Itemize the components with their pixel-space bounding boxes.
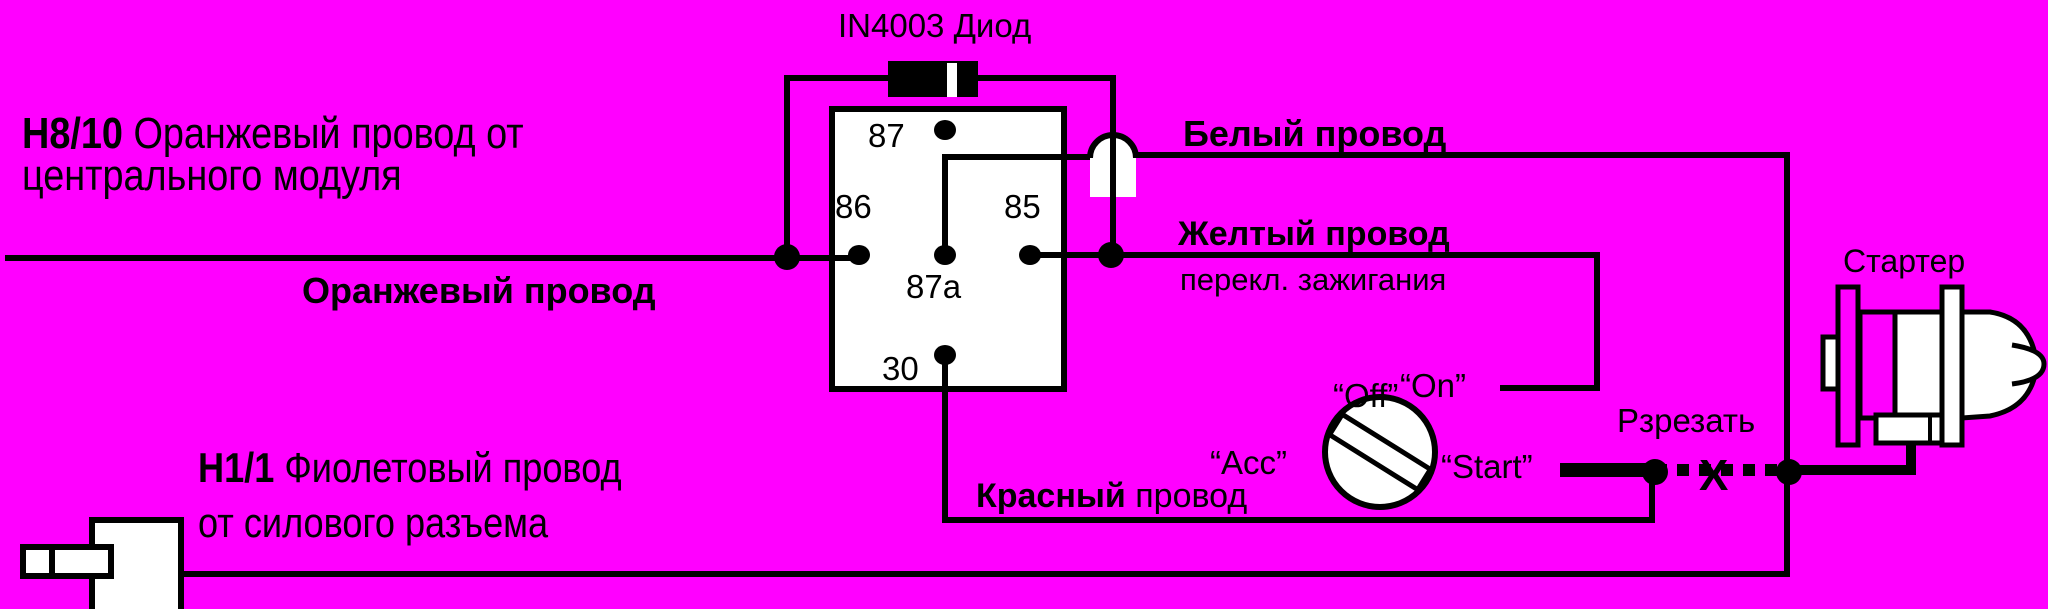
ignition-switch-icon [1322,394,1438,510]
diode-body [888,61,978,97]
junction-dot-start [1642,459,1668,485]
red-wire-label: Красный провод [976,477,1247,515]
violet-wire-text: Фиолетовый провод [284,446,621,492]
orange-wire-source-code: H8/10 [22,108,123,157]
red-wire-label-rest: провод [1135,477,1247,515]
cut-mark-icon: X [1699,451,1728,500]
switch-position-on: “On” [1400,367,1466,404]
white-wire-label: Белый провод [1183,113,1447,154]
pin-86-label: 86 [835,188,872,225]
switch-position-start: “Start” [1441,448,1533,485]
white-and-violet-wire [182,152,1790,577]
violet-wire-line1: H1/1 Фиолетовый провод [198,446,622,492]
starter-flange-left [1835,284,1861,448]
orange-wire-source-line2: центрального модуля [22,150,402,199]
connector-pin [20,544,114,579]
violet-wire-line2-group: от силового разъема [198,501,548,547]
starter-motor-icon [1789,284,2047,475]
orange-wire-source-text: Оранжевый провод от [133,108,523,157]
yellow-wire [1030,252,1600,391]
diode-wire-left [784,75,888,255]
switch-position-off: “Off” [1333,377,1398,414]
violet-wire-line2: от силового разъема [198,501,548,547]
pin-85-label: 85 [1004,188,1041,225]
starter-label: Стартер [1843,243,1965,279]
pin-87-label: 87 [868,117,905,154]
red-wire [942,355,1655,523]
diode-cathode-band [947,63,957,97]
svg-text:H8/10 Оранжевый провод от: H8/10 Оранжевый провод от [22,108,524,157]
ignition-key-slot [1326,410,1434,494]
starter-flange-right [1939,284,1965,448]
diode-label: IN4003 Диод [838,7,1031,44]
cut-label: Рзрезать [1617,402,1755,439]
orange-wire-label: Оранжевый провод [302,270,656,311]
switch-position-acc: “Acc” [1210,444,1287,481]
pin-87a-label: 87a [906,268,962,305]
red-wire-label-bold: Красный [976,477,1126,515]
relay-87a-link [942,154,1092,255]
svg-text:H1/1 Фиолетовый провод: H1/1 Фиолетовый провод [198,446,622,492]
violet-wire-code: H1/1 [198,446,274,492]
orange-wire-source-line2-group: центрального модуля [22,150,402,199]
yellow-wire-sublabel: перекл. зажигания [1180,262,1446,297]
pin-87-dot [934,120,956,140]
yellow-wire-label: Желтый провод [1177,215,1450,253]
starter-lead [1789,443,1916,475]
orange-wire-source-line1: H8/10 Оранжевый провод от [22,108,524,157]
starter-end-cap [2011,342,2047,387]
pin-87a-dot [934,245,956,265]
junction-dot-left [774,244,800,270]
power-connector-icon [20,517,184,609]
pin-30-label: 30 [882,350,919,387]
